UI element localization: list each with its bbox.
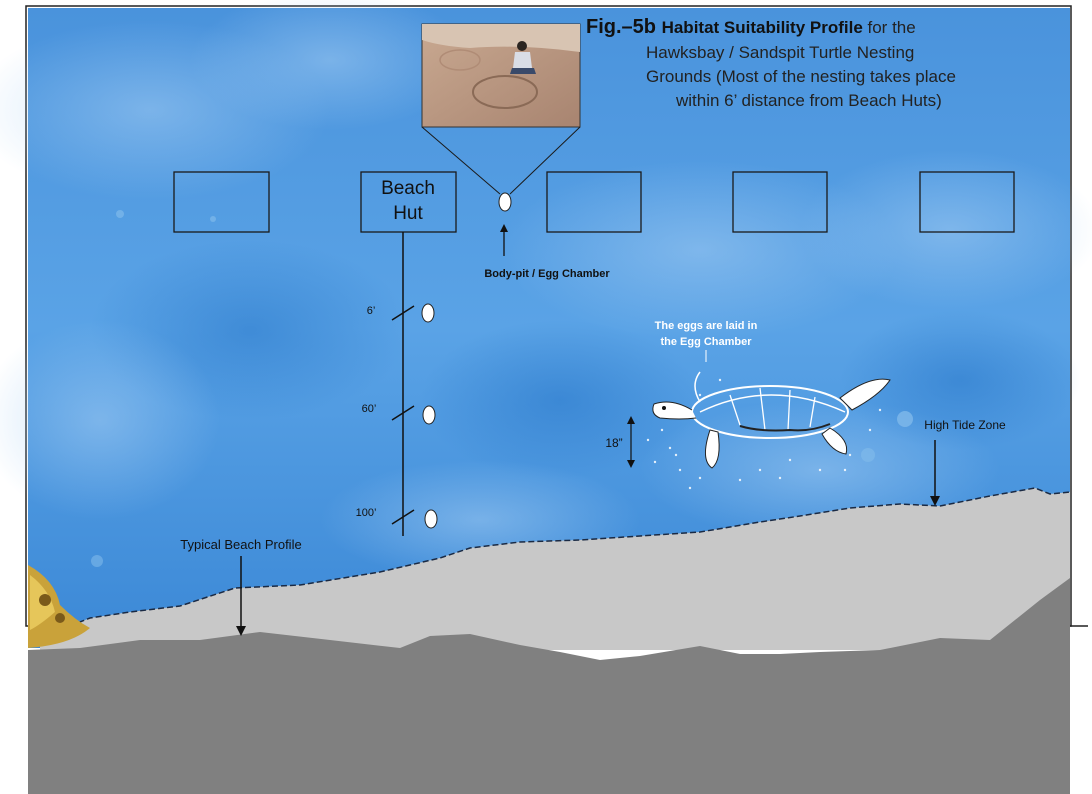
title-rest: for the	[863, 18, 916, 37]
nesting-photo	[422, 24, 580, 127]
title-line3: Grounds (Most of the nesting takes place	[586, 65, 1066, 89]
figure-title: Fig.–5b Habitat Suitability Profile for …	[586, 14, 1066, 113]
distance-label-60ft: 60’	[362, 403, 377, 415]
distance-label-6ft: 6’	[367, 305, 376, 317]
high-tide-label: High Tide Zone	[924, 418, 1006, 432]
beach-profile-label: Typical Beach Profile	[180, 537, 301, 552]
hut-label-line2: Hut	[393, 203, 423, 224]
distance-label-100ft: 100’	[356, 507, 377, 519]
egg-marker-60ft	[423, 406, 435, 424]
depth-label: 18”	[605, 436, 622, 450]
egg-marker-6ft	[422, 304, 434, 322]
body-pit-label: Body-pit / Egg Chamber	[484, 268, 610, 280]
hut-label-line1: Beach	[381, 178, 435, 199]
figure-number: Fig.–5b	[586, 16, 656, 38]
eggs-label-line2: the Egg Chamber	[660, 336, 752, 348]
egg-chamber-marker	[499, 193, 511, 211]
title-bold: Habitat Suitability Profile	[662, 18, 863, 37]
egg-marker-100ft	[425, 510, 437, 528]
title-line2: Hawksbay / Sandspit Turtle Nesting	[586, 41, 1066, 65]
title-line4: within 6’ distance from Beach Huts)	[586, 89, 1066, 113]
eggs-label-line1: The eggs are laid in	[655, 320, 758, 332]
